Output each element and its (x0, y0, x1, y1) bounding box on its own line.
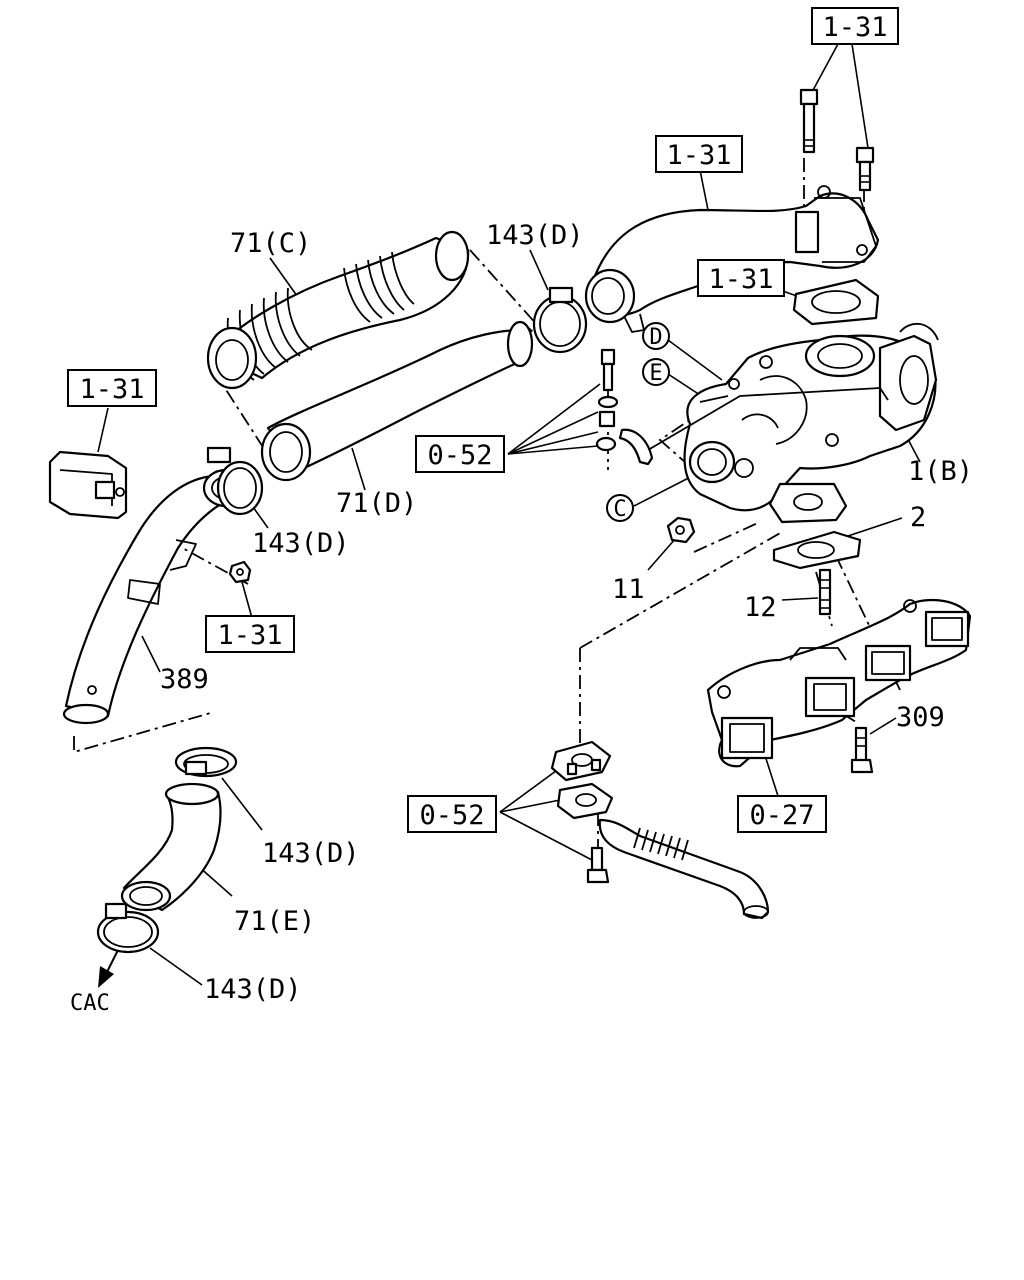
exhaust-manifold (706, 598, 972, 768)
stud (818, 568, 832, 616)
hose-71d (260, 320, 534, 482)
svg-text:1-31: 1-31 (79, 374, 144, 405)
label-71e: 71(E) (234, 906, 315, 937)
bracket-nut (228, 560, 252, 584)
clamp-mid (206, 446, 264, 516)
circled-letter-d: D (642, 322, 670, 350)
svg-text:1-31: 1-31 (217, 620, 282, 651)
clamp-top (532, 286, 588, 354)
svg-text:1-31: 1-31 (708, 264, 773, 295)
svg-text:0-27: 0-27 (749, 800, 814, 831)
callout-052-lower: 0-52 (407, 795, 497, 833)
manifold-bolt (850, 726, 874, 774)
oil-return-pipe (550, 740, 770, 920)
svg-text:1-31: 1-31 (666, 140, 731, 171)
svg-text:0-52: 0-52 (427, 440, 492, 471)
label-309: 309 (896, 702, 945, 733)
label-71c: 71(C) (230, 228, 311, 259)
label-11: 11 (612, 574, 645, 605)
callout-027: 0-27 (737, 795, 827, 833)
label-143d-top: 143(D) (486, 220, 584, 251)
label-389: 389 (160, 664, 209, 695)
svg-text:D: D (649, 325, 662, 350)
label-71d: 71(D) (336, 488, 417, 519)
callout-131-pipe: 1-31 (655, 135, 743, 173)
clamp-bottom (96, 902, 160, 988)
label-cac: CAC (70, 991, 110, 1016)
callout-131-nut: 1-31 (205, 615, 295, 653)
callout-131-top: 1-31 (811, 7, 899, 45)
turbocharger (647, 323, 939, 524)
label-143d-mid: 143(D) (252, 528, 350, 559)
svg-text:E: E (649, 361, 662, 386)
turbo-nut (666, 516, 696, 544)
top-bolt-left (799, 88, 819, 154)
svg-text:1-31: 1-31 (822, 12, 887, 43)
hose-71c (206, 230, 470, 390)
circled-letter-c: C (606, 494, 634, 522)
compressor-outlet-pipe (584, 185, 880, 333)
clamp-low (174, 746, 238, 778)
svg-text:0-52: 0-52 (419, 800, 484, 831)
turbo-gasket (772, 530, 862, 570)
oil-feed-fitting (595, 348, 654, 466)
label-12: 12 (744, 592, 777, 623)
label-2: 2 (910, 502, 926, 533)
label-143d-low: 143(D) (262, 838, 360, 869)
label-1b: 1(B) (908, 456, 973, 487)
hose-71e (120, 782, 222, 912)
left-bracket (48, 450, 128, 520)
callout-131-left: 1-31 (67, 369, 157, 407)
callout-052-upper: 0-52 (415, 435, 505, 473)
svg-text:C: C (613, 497, 626, 522)
callout-131-gasket: 1-31 (697, 259, 785, 297)
elbow-gasket (792, 278, 880, 326)
label-143d-bottom: 143(D) (204, 974, 302, 1005)
circled-letter-e: E (642, 358, 670, 386)
top-bolt-right (855, 146, 875, 192)
